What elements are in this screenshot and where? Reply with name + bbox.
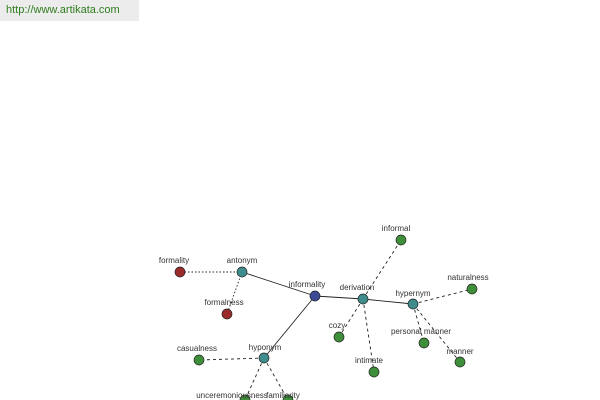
node-marker[interactable] bbox=[418, 337, 430, 349]
edge-hyponym-casualness bbox=[198, 357, 265, 361]
node-marker[interactable] bbox=[395, 234, 407, 246]
node-label: formality bbox=[159, 256, 189, 265]
node-formalness[interactable]: formalness bbox=[204, 298, 244, 320]
node-marker[interactable] bbox=[466, 283, 478, 295]
node-label: casualness bbox=[177, 344, 217, 353]
edge-informality-hyponym bbox=[263, 295, 316, 359]
graph-nodes: informality antonym derivation hypernym hypo… bbox=[159, 224, 489, 400]
node-informality[interactable]: informality bbox=[289, 280, 325, 302]
node-hypernym[interactable]: hypernym bbox=[395, 289, 431, 310]
node-marker[interactable] bbox=[368, 366, 380, 378]
edge-hyponym-familiarity bbox=[263, 357, 289, 400]
node-label: informality bbox=[289, 280, 325, 289]
node-label: formalness bbox=[204, 298, 243, 307]
node-label: hypernym bbox=[395, 289, 430, 298]
node-label: informal bbox=[382, 224, 411, 233]
node-marker[interactable] bbox=[407, 298, 419, 310]
node-label: naturalness bbox=[447, 273, 488, 282]
source-url-link[interactable]: http://www.artikata.com bbox=[6, 4, 120, 16]
node-hyponym[interactable]: hyponym bbox=[249, 343, 282, 364]
node-manner[interactable]: manner bbox=[446, 347, 474, 368]
edge-informality-antonym bbox=[241, 271, 316, 297]
node-marker[interactable] bbox=[239, 394, 251, 400]
node-marker[interactable] bbox=[357, 293, 369, 305]
edge-derivation-hypernym bbox=[362, 298, 414, 305]
node-marker[interactable] bbox=[282, 394, 294, 400]
node-marker[interactable] bbox=[221, 308, 233, 320]
node-label: cozy bbox=[329, 321, 345, 330]
node-informal[interactable]: informal bbox=[382, 224, 411, 246]
node-label: hyponym bbox=[249, 343, 282, 352]
node-cozy[interactable]: cozy bbox=[329, 321, 345, 343]
node-personal_manner[interactable]: personal manner bbox=[391, 327, 451, 349]
node-label: manner bbox=[446, 347, 473, 356]
node-familiarity[interactable]: familiarity bbox=[266, 391, 300, 400]
node-antonym[interactable]: antonym bbox=[227, 256, 258, 278]
node-marker[interactable] bbox=[454, 356, 466, 368]
edge-derivation-intimate bbox=[362, 298, 375, 373]
node-unceremoniousness[interactable]: unceremoniousness bbox=[196, 391, 268, 400]
node-marker[interactable] bbox=[236, 266, 248, 278]
node-label: unceremoniousness bbox=[196, 391, 268, 400]
edge-hypernym-naturalness bbox=[412, 288, 473, 305]
edge-antonym-formalness bbox=[226, 271, 243, 315]
node-formality[interactable]: formality bbox=[159, 256, 189, 278]
source-url-banner: http://www.artikata.com bbox=[0, 0, 139, 21]
node-derivation[interactable]: derivation bbox=[340, 283, 375, 305]
node-label: antonym bbox=[227, 256, 258, 265]
node-label: personal manner bbox=[391, 327, 451, 336]
node-marker[interactable] bbox=[333, 331, 345, 343]
graph-edges bbox=[180, 239, 473, 400]
edge-hypernym-personal_manner bbox=[412, 303, 425, 344]
node-marker[interactable] bbox=[174, 266, 186, 278]
edge-informality-derivation bbox=[314, 295, 364, 300]
node-naturalness[interactable]: naturalness bbox=[447, 273, 489, 295]
node-label: intimate bbox=[355, 356, 384, 365]
edge-derivation-cozy bbox=[338, 298, 364, 338]
node-casualness[interactable]: casualness bbox=[177, 344, 217, 366]
node-marker[interactable] bbox=[258, 352, 270, 364]
node-label: familiarity bbox=[266, 391, 300, 400]
node-marker[interactable] bbox=[309, 290, 321, 302]
node-intimate[interactable]: intimate bbox=[355, 356, 384, 378]
edge-hyponym-unceremoniousness bbox=[244, 357, 265, 400]
node-label: derivation bbox=[340, 283, 375, 292]
edge-hypernym-manner bbox=[412, 303, 461, 363]
node-marker[interactable] bbox=[193, 354, 205, 366]
